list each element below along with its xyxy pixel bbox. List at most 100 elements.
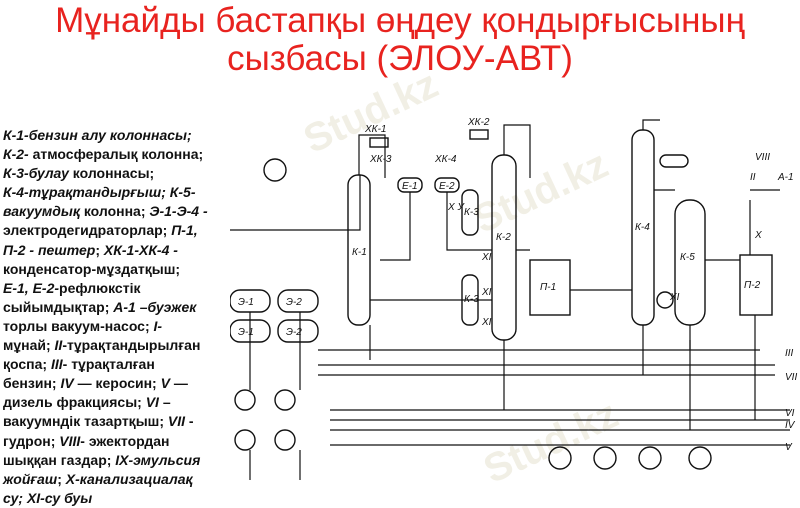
legend-text: ; — [95, 241, 104, 258]
legend-text: жойғаш — [3, 470, 58, 487]
legend-text: - — [185, 413, 194, 430]
furnace-p2 — [739, 254, 773, 316]
legend-text: вакуумдық — [3, 203, 80, 220]
label-xi3: XI — [481, 317, 492, 328]
legend-text: дизель фракциясы; — [3, 394, 146, 411]
legend-text: конденсатор-мұздатқыш; — [3, 260, 181, 277]
furnace-p1 — [529, 259, 571, 316]
label-xi1: XI — [481, 252, 492, 263]
legend-text: мұнай; — [3, 337, 55, 354]
label-x: X — [754, 230, 762, 241]
label-el3: Э-1 — [238, 327, 254, 338]
legend-line: жойғаш; Х-канализациалақ — [3, 470, 235, 489]
label-k3a: К-3 — [464, 207, 479, 218]
legend-line: бензин; IV — керосин; V — — [3, 374, 235, 393]
legend-text: V — [160, 375, 170, 392]
label-xi2: XI — [481, 287, 492, 298]
legend-line: электродегидраторлар; П-1, — [3, 221, 235, 240]
legend-text: торлы вакуум-насос; — [3, 317, 154, 334]
legend-text: рефлюкстік — [59, 279, 141, 296]
legend-line: К-3-булау колоннасы; — [3, 164, 235, 183]
label-k1: К-1 — [352, 247, 367, 258]
legend-text: -тұрақтандырылған — [62, 337, 201, 354]
label-xi4: XI — [669, 292, 680, 303]
legend-text: колонна; — [79, 203, 150, 220]
title-line-2: сызбасы (ЭЛОУ-АВТ) — [227, 39, 573, 78]
label-k2: К-2 — [496, 232, 511, 243]
legend-text: атмосфералық колонна; — [28, 146, 204, 163]
legend-text: I- — [153, 317, 163, 334]
legend-text: шыққан газдар; — [3, 451, 116, 468]
legend-line: торлы вакуум-насос; I- — [3, 317, 235, 336]
legend-text: ; — [57, 470, 66, 487]
legend-text: Э-1-Э-4 - — [149, 203, 208, 220]
legend-line: К-4-тұрақтандырғыш; К-5- — [3, 183, 235, 202]
legend-line: дизель фракциясы; VI – — [3, 393, 235, 412]
legend-text: бензин; — [3, 375, 61, 392]
label-ii: II — [750, 172, 756, 183]
legend-line: Е-1, Е-2-рефлюкстік — [3, 279, 235, 298]
legend-text: VIII — [59, 432, 81, 449]
label-el4: Э-2 — [286, 327, 302, 338]
legend-text: – — [158, 394, 171, 411]
label-a1: А-1 — [777, 172, 794, 183]
flow-lines — [230, 119, 790, 480]
label-p2: П-2 — [744, 280, 761, 291]
legend-text: — — [169, 375, 188, 392]
legend-text: электродегидраторлар; — [3, 222, 172, 239]
legend-line: конденсатор-мұздатқыш; — [3, 260, 235, 279]
legend-text: П-2 - пештер — [3, 241, 96, 258]
legend-line: қоспа; III- тұрақталған — [3, 355, 235, 374]
label-el1: Э-1 — [238, 297, 254, 308]
label-k5: К-5 — [680, 252, 695, 263]
label-hk3: ХК-3 — [369, 154, 392, 165]
label-viii: VIII — [755, 152, 770, 163]
legend-text: II — [54, 337, 63, 354]
legend-line: П-2 - пештер; ХК-1-ХК-4 - — [3, 241, 235, 260]
legend-text: IX-эмульсия — [115, 451, 201, 468]
legend-text: К-2- — [3, 146, 29, 163]
legend-text: вакуумндік тазартқыш; — [3, 413, 168, 430]
legend-text: П-1, — [171, 222, 198, 239]
legend-text: — керосин; — [73, 375, 161, 392]
legend-text: К-1-бензин алу колоннасы; — [3, 127, 192, 143]
legend-line: вакуумдық колонна; Э-1-Э-4 - — [3, 202, 235, 221]
legend-text: Х-канализациалақ — [65, 470, 193, 487]
legend-text: VI — [145, 394, 159, 411]
label-v: V — [785, 442, 793, 453]
equipment-legend: К-1-бензин алу колоннасы; К-2- атмосферал… — [3, 126, 235, 508]
legend-text: сыйымдықтар; — [3, 298, 114, 315]
label-hk1: ХК-1 — [364, 124, 386, 135]
label-k4: К-4 — [635, 222, 650, 233]
label-e2: Е-2 — [439, 181, 455, 192]
legend-text: колоннасы; — [68, 165, 155, 182]
legend-line: мұнай; II-тұрақтандырылған — [3, 336, 235, 355]
heat-exchangers — [234, 158, 296, 451]
label-iii: III — [785, 348, 794, 359]
legend-line: шыққан газдар; IX-эмульсия — [3, 451, 235, 470]
legend-text: - эжектордан — [80, 432, 170, 449]
column-k2 — [491, 154, 517, 341]
legend-text: Е-1, Е-2- — [3, 279, 60, 296]
label-hk2: ХК-2 — [467, 117, 490, 128]
label-el2: Э-2 — [286, 297, 302, 308]
legend-text: К-3-булау — [3, 165, 69, 182]
legend-text: К-4-тұрақтандырғыш; К-5- — [3, 184, 196, 201]
slide-title: Мұнайды бастапқы өңдеу қондырғысының сыз… — [0, 2, 800, 78]
title-line-1: Мұнайды бастапқы өңдеу қондырғысының — [55, 1, 745, 40]
legend-text: А-1 –буэжек — [113, 298, 197, 315]
legend-text: IV — [60, 375, 74, 392]
legend-line: су; XI-су буы — [3, 489, 235, 508]
legend-text: қоспа; — [3, 356, 51, 373]
legend-line: гудрон; VIII- эжектордан — [3, 432, 235, 451]
label-e1: Е-1 — [402, 181, 418, 192]
label-k3b: К-3 — [464, 294, 479, 305]
legend-text: VII — [167, 413, 185, 430]
label-vi: VI — [785, 408, 795, 419]
legend-line: сыйымдықтар; А-1 –буэжек — [3, 298, 235, 317]
label-p1: П-1 — [540, 282, 556, 293]
label-vii: VII — [785, 372, 797, 383]
label-iv: IV — [785, 420, 796, 431]
legend-text: - тұрақталған — [62, 356, 155, 373]
